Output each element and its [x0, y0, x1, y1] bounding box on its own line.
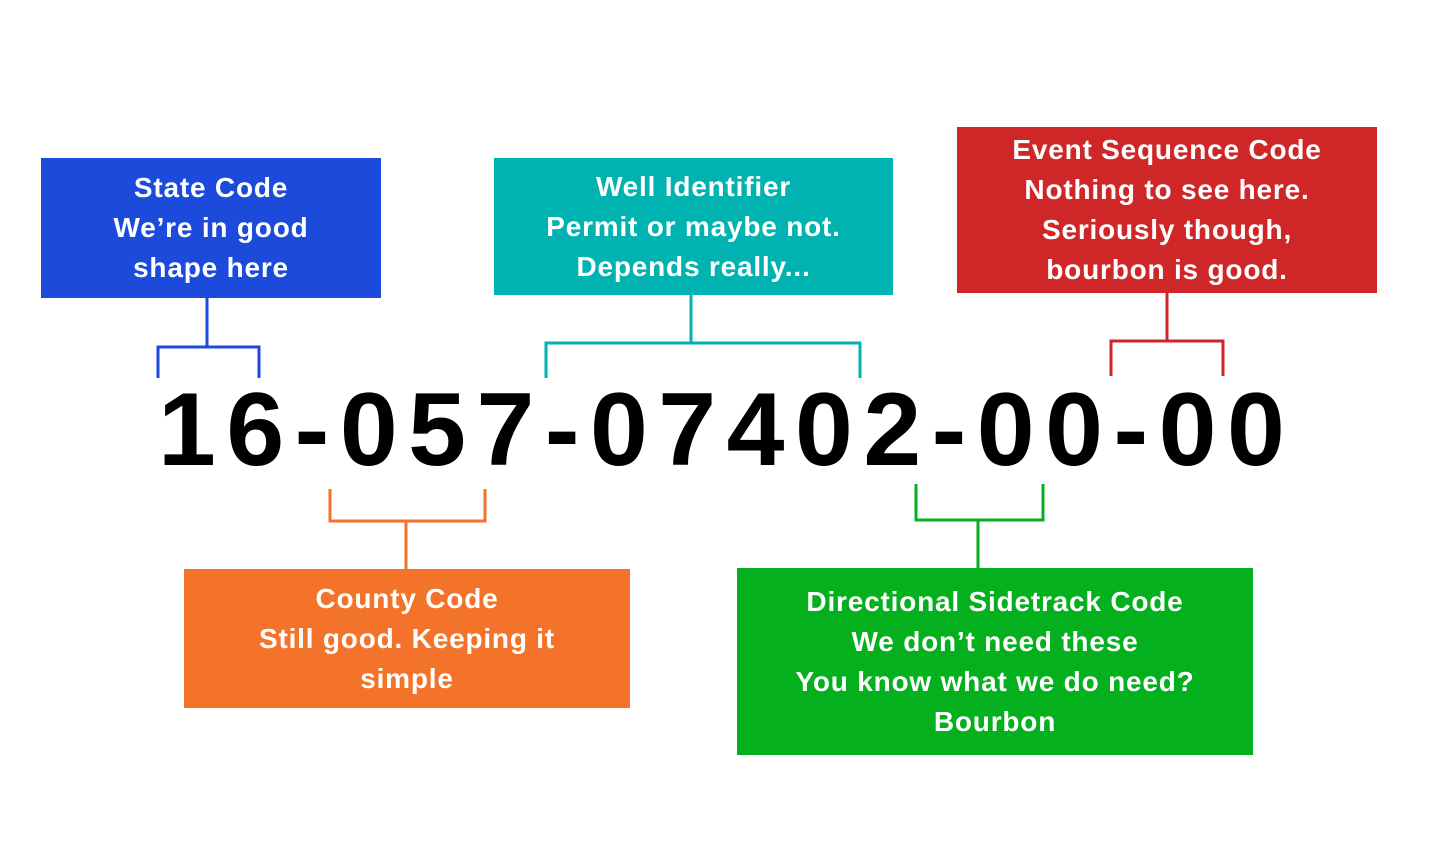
- callout-line: Depends really...: [576, 250, 811, 282]
- api-number: 16-057-07402-00-00: [158, 372, 1296, 488]
- callout-line: bourbon is good.: [1046, 254, 1288, 285]
- callout-line: Seriously though,: [1041, 214, 1293, 245]
- state-code-callout: State Code We’re in good shape here: [41, 158, 381, 298]
- callout-line: simple: [360, 662, 454, 694]
- callout-line: County Code: [315, 582, 499, 614]
- callout-line: shape here: [133, 252, 289, 283]
- event-sequence-callout: Event Sequence Code Nothing to see here.…: [957, 127, 1377, 293]
- well-bracket: [544, 341, 862, 378]
- county-bracket: [328, 489, 487, 523]
- callout-line: Permit or maybe not.: [546, 210, 841, 242]
- callout-line: We don’t need these: [851, 625, 1139, 657]
- callout-line: Still good. Keeping it: [258, 622, 556, 654]
- callout-line: Directional Sidetrack Code: [806, 585, 1184, 617]
- callout-line: State Code: [133, 172, 289, 203]
- callout-line: Well Identifier: [595, 170, 792, 202]
- callout-line: Event Sequence Code: [1012, 134, 1322, 165]
- callout-line: Nothing to see here.: [1024, 174, 1310, 205]
- directional-sidetrack-callout: Directional Sidetrack Code We don’t need…: [737, 568, 1253, 755]
- well-identifier-callout: Well Identifier Permit or maybe not. Dep…: [494, 158, 893, 295]
- county-code-callout: County Code Still good. Keeping it simpl…: [184, 569, 630, 708]
- callout-line: You know what we do need?: [795, 665, 1195, 697]
- callout-line: We’re in good: [113, 212, 309, 243]
- callout-line: Bourbon: [933, 705, 1057, 737]
